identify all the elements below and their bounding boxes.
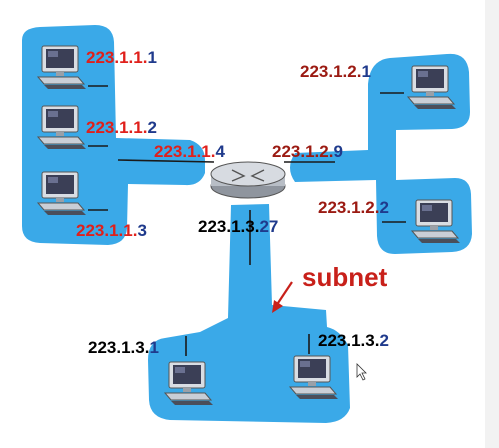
mouse-cursor-icon [356,363,367,381]
host-address-label: 223.1.3.1 [88,338,159,357]
side-panel [485,0,499,448]
router-interface-label: 223.1.2.9 [272,142,343,161]
router-icon [210,161,286,199]
host-address-label: 223.1.2.1 [300,62,371,81]
router-interface-label: 223.1.3.27 [198,217,279,236]
host-address-label: 223.1.1.3 [76,221,147,240]
subnet-label: subnet [302,262,388,292]
pointer-arrow-icon [272,281,293,313]
links [88,85,406,356]
host-address-label: 223.1.1.2 [86,118,157,137]
host-address-label: 223.1.1.1 [86,48,157,67]
link-r1 [117,159,215,163]
router-interface-label: 223.1.1.4 [154,142,225,161]
host-address-label: 223.1.3.2 [318,331,389,350]
host-address-label: 223.1.2.2 [318,198,389,217]
